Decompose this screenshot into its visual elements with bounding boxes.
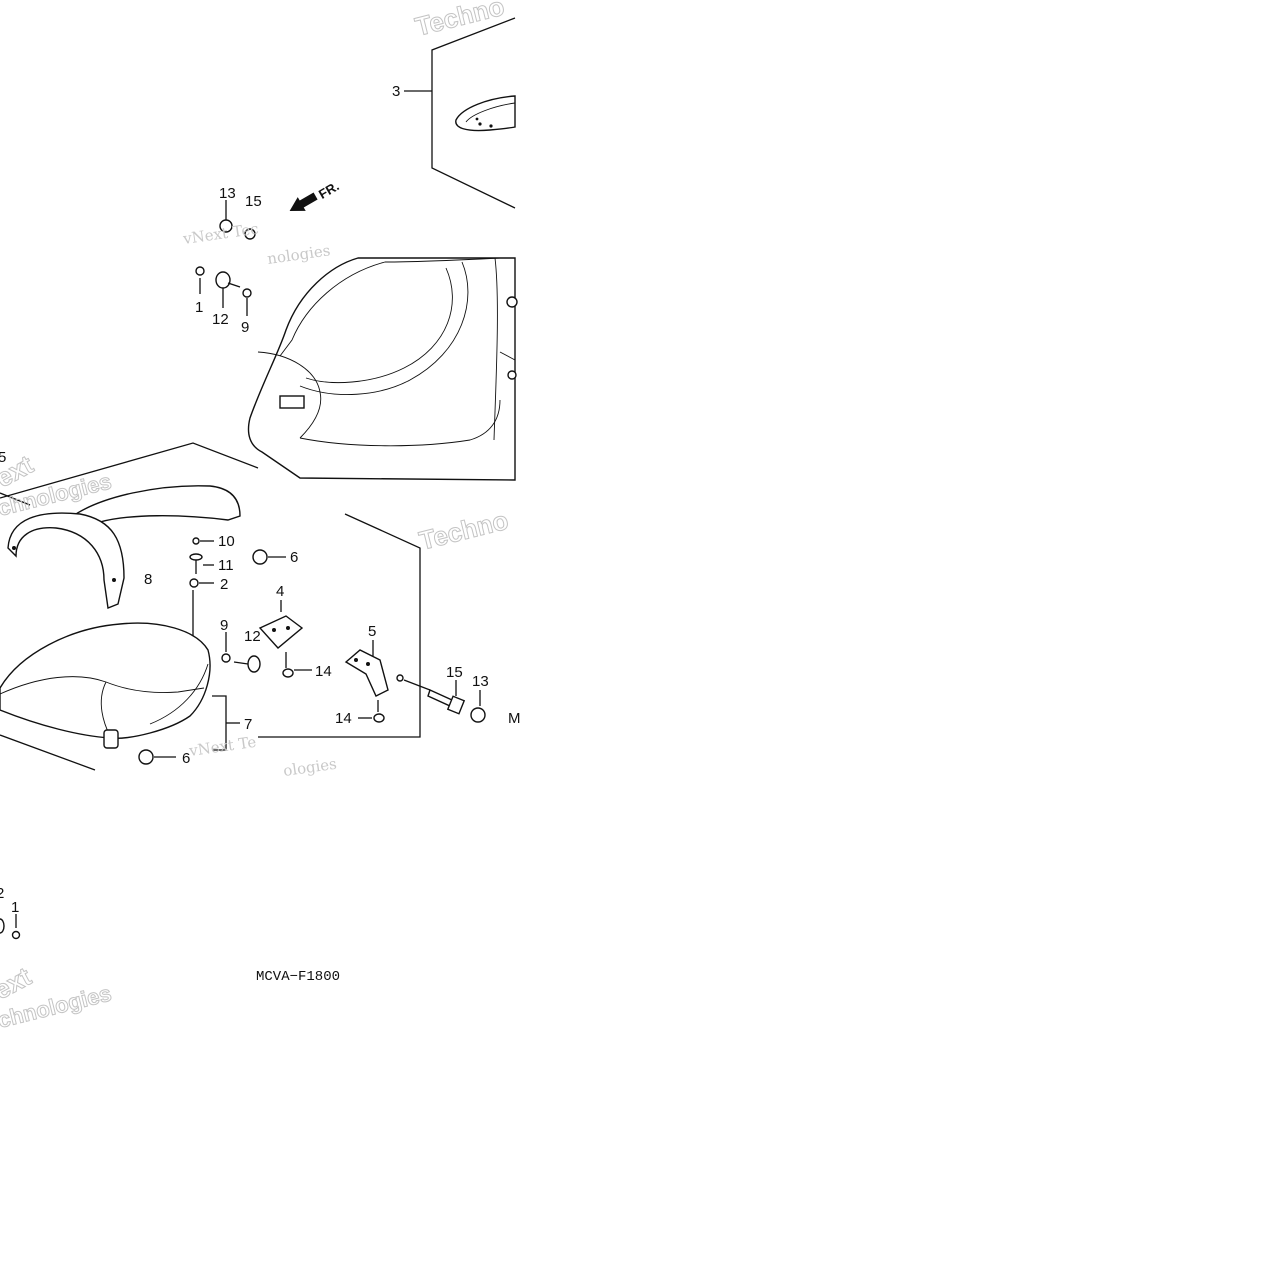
cap-10 <box>192 537 200 545</box>
bolt-15-lower <box>427 680 466 715</box>
washer-1-upper <box>195 266 205 276</box>
nut-6-lower <box>138 749 154 765</box>
callout-8: 8 <box>144 571 152 588</box>
watermark-text: ext <box>0 961 36 1005</box>
callout-12-upper: 12 <box>212 311 229 328</box>
callout-1-lower: 1 <box>11 899 19 916</box>
diagram-code: MCVA−F1800 <box>256 969 340 985</box>
front-direction-arrow: FR. <box>289 178 342 211</box>
passenger-seat <box>0 622 211 771</box>
collar-bolt-12-upper <box>215 271 241 308</box>
callout-9-lower: 9 <box>220 617 228 634</box>
bracket-5 <box>344 640 389 697</box>
bracket-4 <box>258 600 304 649</box>
hardware-lower-left <box>0 914 21 940</box>
watermark-text: vNext Tec <box>181 220 260 249</box>
callout-12-lower: 12 <box>244 628 261 645</box>
callout-9-upper: 9 <box>241 319 249 336</box>
watermark-text: Techno <box>416 505 511 556</box>
callout-14-upper: 14 <box>315 663 332 680</box>
watermark-text: nologies <box>266 241 331 268</box>
callout-3: 3 <box>392 83 400 100</box>
direction-label: FR. <box>316 178 342 201</box>
bolt-14-upper <box>282 652 294 678</box>
washer-9-upper <box>242 288 252 298</box>
callout-5-edge: 5 <box>0 449 6 466</box>
callout-4: 4 <box>276 583 284 600</box>
seat-panel-upper: FR. <box>195 17 518 481</box>
callout-m-edge: M <box>508 710 521 727</box>
rider-seat <box>247 257 518 481</box>
watermark-text: vNext Te <box>187 733 257 760</box>
grommet-13-lower <box>470 707 486 723</box>
callout-13-lower: 13 <box>472 673 489 690</box>
callout-15-upper: 15 <box>245 193 262 210</box>
grab-rail <box>0 492 125 609</box>
callout-2: 2 <box>220 576 228 593</box>
callout-15-lower: 15 <box>446 664 463 681</box>
screw-11 <box>189 553 203 574</box>
callout-2-edge: 2 <box>0 885 4 902</box>
bolt-head-15-upper <box>244 228 256 240</box>
seat-panel-lower <box>0 442 486 771</box>
nut-6-upper <box>252 549 268 565</box>
bolt-14-lower <box>373 700 385 723</box>
callout-6-upper: 6 <box>290 549 298 566</box>
washer-9-lower <box>221 653 231 663</box>
bracket-5-hole <box>396 674 404 682</box>
watermark-text: Techno <box>412 0 507 42</box>
callout-5: 5 <box>368 623 376 640</box>
seat-top-view <box>455 95 516 132</box>
collar-2 <box>189 578 199 588</box>
callout-10: 10 <box>218 533 235 550</box>
callout-13-upper: 13 <box>219 185 236 202</box>
rear-seat-cover <box>68 485 241 523</box>
collar-bolt-12-lower <box>233 655 261 673</box>
watermark-text: ologies <box>282 755 338 780</box>
callout-1-upper: 1 <box>195 299 203 316</box>
callout-11: 11 <box>218 557 234 574</box>
callout-7: 7 <box>244 716 252 733</box>
callout-14-lower: 14 <box>335 710 352 727</box>
callout-6-lower: 6 <box>182 750 190 767</box>
callout-labels: 3 13 15 1 12 9 5 10 11 2 8 6 4 9 12 14 5… <box>0 83 521 916</box>
